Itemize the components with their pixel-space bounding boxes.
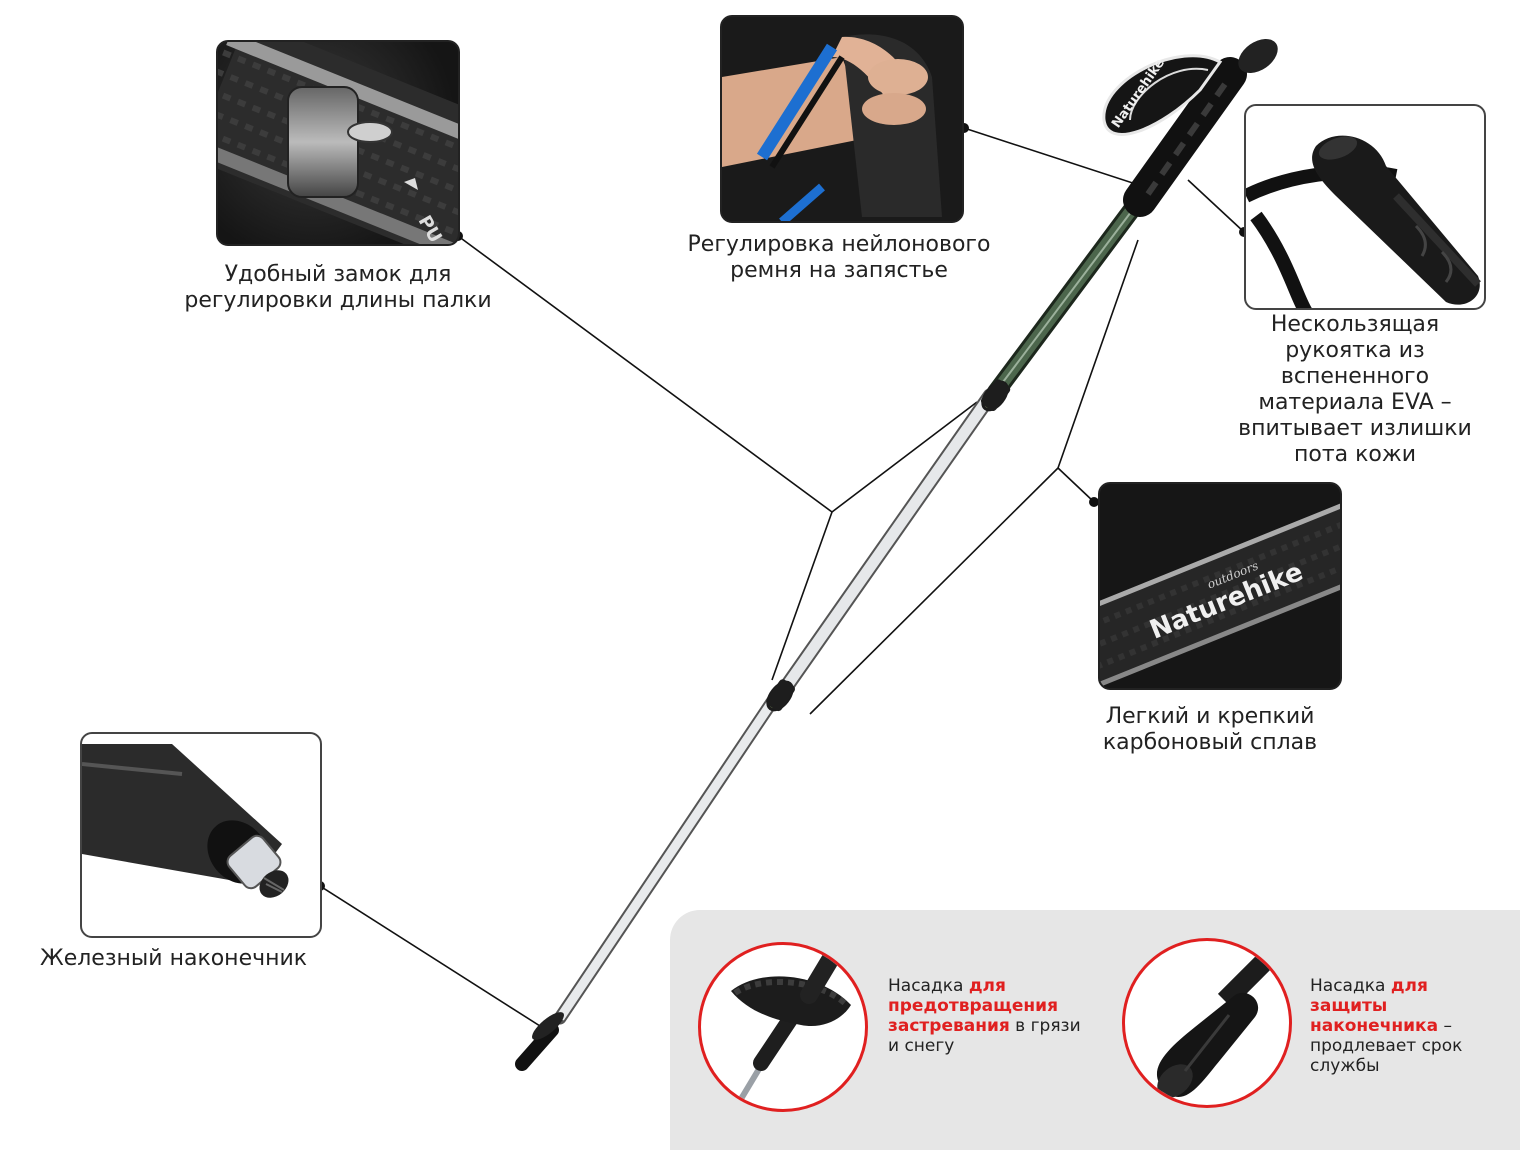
rubber-tip-cover-icon (1156, 941, 1289, 1098)
pole-basket (532, 1012, 564, 1040)
attachment-tip-highlight: для защиты наконечника (1310, 976, 1439, 1036)
lock-collar-lower (766, 679, 795, 712)
lever-lock-icon: PU (218, 42, 458, 244)
attachment-tip-suffix: – продлевает срок службы (1310, 1016, 1463, 1076)
pole-upper-highlight (999, 199, 1141, 387)
wrist-strap-icon (722, 17, 962, 221)
caption-handle-line6: пота кожи (1294, 441, 1416, 467)
lock-collar-upper (980, 379, 1011, 412)
attachment-tip-text: Насадка для защиты наконечника – продлев… (1310, 976, 1500, 1076)
pole-strap (1102, 54, 1223, 136)
attachment-tip-prefix: Насадка (1310, 976, 1391, 996)
leader-carbon-upper (1057, 239, 1139, 469)
caption-strap: Регулировка нейлонового ремня на запясть… (660, 232, 1018, 284)
caption-strap-line2: ремня на запястье (730, 257, 948, 283)
photo-carbon-tube: Naturehike outdoors (1098, 482, 1342, 690)
attachment-mud-text: Насадка для предотвращения застревания в… (888, 976, 1088, 1056)
iron-tip-icon (82, 744, 289, 898)
photo-mud-basket (698, 942, 868, 1112)
leader-carbon-lower (809, 467, 1059, 715)
pole-grip (1123, 57, 1247, 217)
carbon-tube-icon: Naturehike outdoors (1100, 484, 1340, 688)
pole-lower-section (556, 693, 780, 1021)
mud-basket-icon (731, 946, 851, 1101)
eva-grip-icon (1246, 135, 1481, 308)
leader-lines (319, 127, 1245, 1027)
leader-tip (319, 885, 541, 1027)
caption-carbon: Легкий и крепкий карбоновый сплав (1060, 704, 1360, 756)
attachment-mud-highlight: для предотвращения застревания (888, 976, 1058, 1036)
caption-lock: Удобный замок для регулировки длины палк… (160, 262, 516, 314)
leader-strap (963, 127, 1149, 189)
pole-grip-top (1238, 38, 1278, 74)
pole-strap-edge (1129, 67, 1209, 121)
leader-lock-to-lower-lock (771, 511, 833, 681)
caption-carbon-line1: Легкий и крепкий (1105, 704, 1315, 729)
photo-eva-grip (1244, 104, 1486, 310)
attachment-mud-suffix: в грязи и снегу (888, 1016, 1081, 1056)
caption-handle-line4: материала EVA – (1258, 389, 1452, 415)
pole-tip (515, 1023, 559, 1071)
caption-lock-line2: регулировки длины палки (184, 287, 492, 313)
leader-carbon-a (1057, 467, 1095, 503)
caption-handle: Нескользящая рукоятка из вспененного мат… (1210, 312, 1500, 468)
photo-wrist-strap (720, 15, 964, 223)
trekking-pole (515, 38, 1278, 1071)
caption-lock-line1: Удобный замок для (224, 262, 452, 287)
leader-lock-to-upper-lock (831, 401, 978, 513)
caption-handle-line2: рукоятка из (1285, 337, 1425, 363)
leader-lock-to-junction (457, 235, 833, 513)
caption-carbon-line2: карбоновый сплав (1102, 729, 1318, 755)
dot-carbon (1089, 497, 1099, 507)
attachment-mud-prefix: Насадка (888, 976, 969, 996)
caption-tip: Железный наконечник (40, 946, 308, 971)
leader-handle (1187, 179, 1245, 233)
caption-strap-line1: Регулировка нейлонового (687, 232, 991, 257)
photo-iron-tip (80, 732, 322, 938)
pole-middle-section (779, 392, 995, 694)
photo-lever-lock: PU (216, 40, 460, 246)
caption-handle-line5: впитывает излишки (1238, 415, 1472, 441)
photo-rubber-tip-cover (1122, 938, 1292, 1108)
caption-handle-line3: вспененного (1280, 363, 1430, 389)
caption-handle-line1: Нескользящая (1270, 312, 1440, 337)
